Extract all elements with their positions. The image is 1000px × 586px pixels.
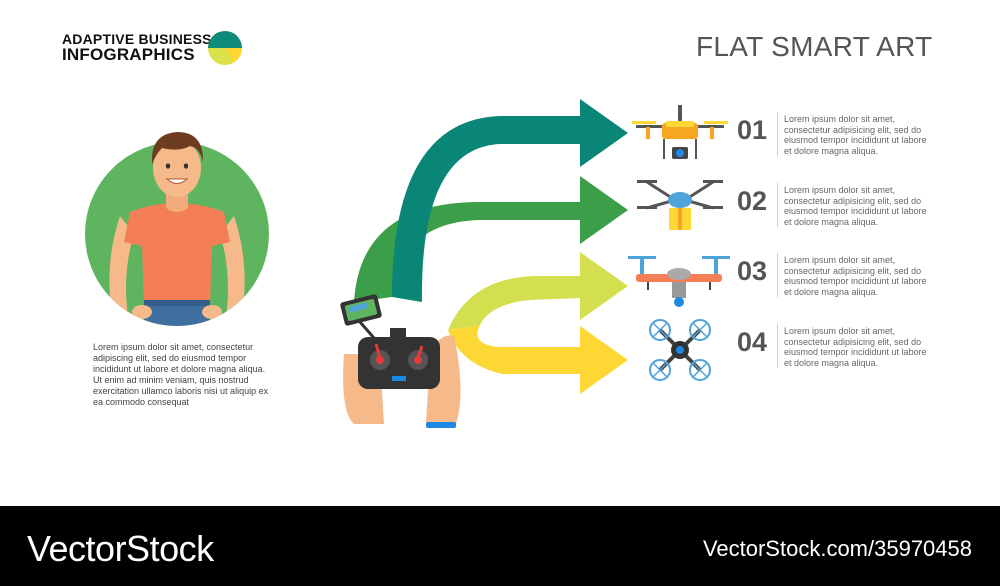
- item-divider: [777, 324, 778, 368]
- delivery-drone-icon: [637, 180, 723, 230]
- slide-title: FLAT SMART ART: [696, 31, 933, 62]
- watermark-footer: VectorStock VectorStock.com/35970458: [0, 506, 1000, 586]
- item-number-03: 03: [737, 256, 768, 286]
- watermark-brand: VectorStock: [27, 528, 214, 569]
- arrow-03: [448, 252, 628, 330]
- item-divider: [777, 253, 778, 297]
- pie-logo-icon: [208, 31, 242, 65]
- item-divider: [777, 183, 778, 227]
- arrow-04: [448, 325, 628, 394]
- item-text-01: Lorem ipsum dolor sit amet, consectetur …: [784, 114, 927, 156]
- phone-icon: [340, 294, 382, 339]
- item-number-04: 04: [737, 327, 768, 357]
- arrow-01: [392, 99, 628, 302]
- arrow-02: [354, 176, 628, 302]
- watermark-url: VectorStock.com/35970458: [702, 536, 972, 561]
- logo-line-2: INFOGRAPHICS: [62, 45, 195, 64]
- item-text-03: Lorem ipsum dolor sit amet, consectetur …: [784, 255, 927, 297]
- item-number-02: 02: [737, 186, 768, 216]
- arrow-diagram: [340, 99, 628, 428]
- left-description: Lorem ipsum dolor sit amet, consectetur …: [93, 342, 269, 407]
- quadcopter-icon: [649, 319, 711, 381]
- item-number-01: 01: [737, 115, 768, 145]
- person-illustration: [85, 132, 269, 326]
- item-text-04: Lorem ipsum dolor sit amet, consectetur …: [784, 326, 927, 368]
- item-text-02: Lorem ipsum dolor sit amet, consectetur …: [784, 185, 927, 227]
- remote-controller-icon: [343, 328, 461, 428]
- logo-line-1: ADAPTIVE BUSINESS: [62, 31, 212, 47]
- camera-drone-icon: [632, 105, 728, 159]
- orange-drone-icon: [628, 256, 730, 307]
- item-divider: [777, 112, 778, 156]
